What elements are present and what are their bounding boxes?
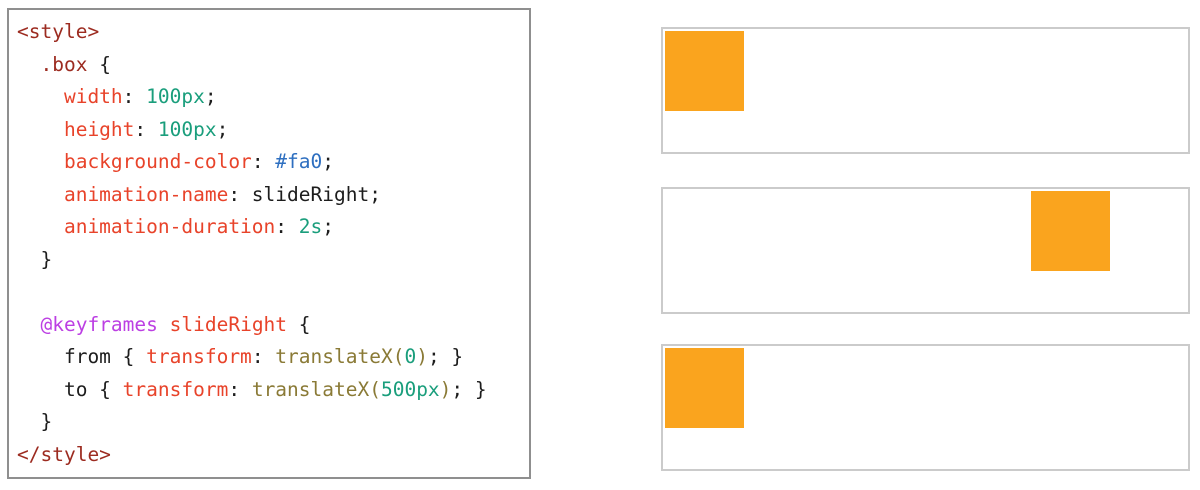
code-token: } [17,247,53,271]
code-token: </style> [17,442,111,466]
code-line: .box { [17,49,521,82]
code-token: : [251,150,276,173]
code-token: slideRight [169,312,288,336]
code-token: ) [439,377,452,401]
code-line: animation-duration: 2s; [17,211,521,244]
code-token: translateX( [275,345,405,368]
code-token: transform [122,377,229,401]
code-token: height [17,117,135,141]
code-token: translateX( [251,377,381,401]
code-line: width: 100px; [17,81,521,114]
code-token: transform [146,345,252,368]
code-token: ; } [427,345,464,368]
code-token: ; [204,85,217,108]
code-token: 100px [146,85,205,108]
code-token: 500px [380,377,440,401]
code-token: 100px [157,117,217,141]
code-token: : [122,85,147,108]
code-token: background-color [17,150,252,173]
code-token: { [287,312,311,336]
code-line: to { transform: translateX(500px); } [17,374,521,407]
code-token: animation-name [17,182,229,206]
code-line: height: 100px; [17,114,521,147]
animation-demo-panel-end [661,344,1190,471]
animation-demo-panel-middle [661,187,1190,314]
code-token: ; } [451,377,487,401]
code-token: 0 [404,345,417,368]
animated-orange-box [1031,191,1110,271]
code-token: ; [322,215,334,238]
code-token: : [228,377,252,401]
code-token: ) [416,345,428,368]
code-line: </style> [17,439,521,472]
code-token: : slideRight; [228,182,381,206]
code-line: } [17,244,521,277]
code-token: to { [17,377,123,401]
code-token: from { [17,345,147,368]
animation-demo-panel-start [661,27,1190,154]
code-line: animation-name: slideRight; [17,179,521,212]
css-code-block: <style> .box { width: 100px; height: 100… [7,8,531,479]
code-token: @keyframes [17,312,158,336]
code-line: background-color: #fa0; [17,146,521,179]
code-token: .box [17,52,88,76]
code-line: } [17,406,521,439]
animated-orange-box [665,348,744,428]
code-token [158,313,170,336]
animated-orange-box [665,31,744,111]
code-line [17,276,521,309]
code-line: from { transform: translateX(0); } [17,341,521,374]
code-line: <style> [17,16,521,49]
code-token: #fa0 [275,150,323,173]
code-token: 2s [298,215,323,238]
code-token: : [134,117,158,141]
code-line: @keyframes slideRight { [17,309,521,342]
code-token: ; [322,150,335,173]
code-token: <style> [17,20,100,43]
code-token: ; [216,117,229,141]
code-token: } [17,410,53,433]
code-token: width [17,85,123,108]
code-token: : [275,215,299,238]
code-token: animation-duration [17,215,276,238]
code-token: { [87,52,111,76]
code-token: : [251,345,276,368]
